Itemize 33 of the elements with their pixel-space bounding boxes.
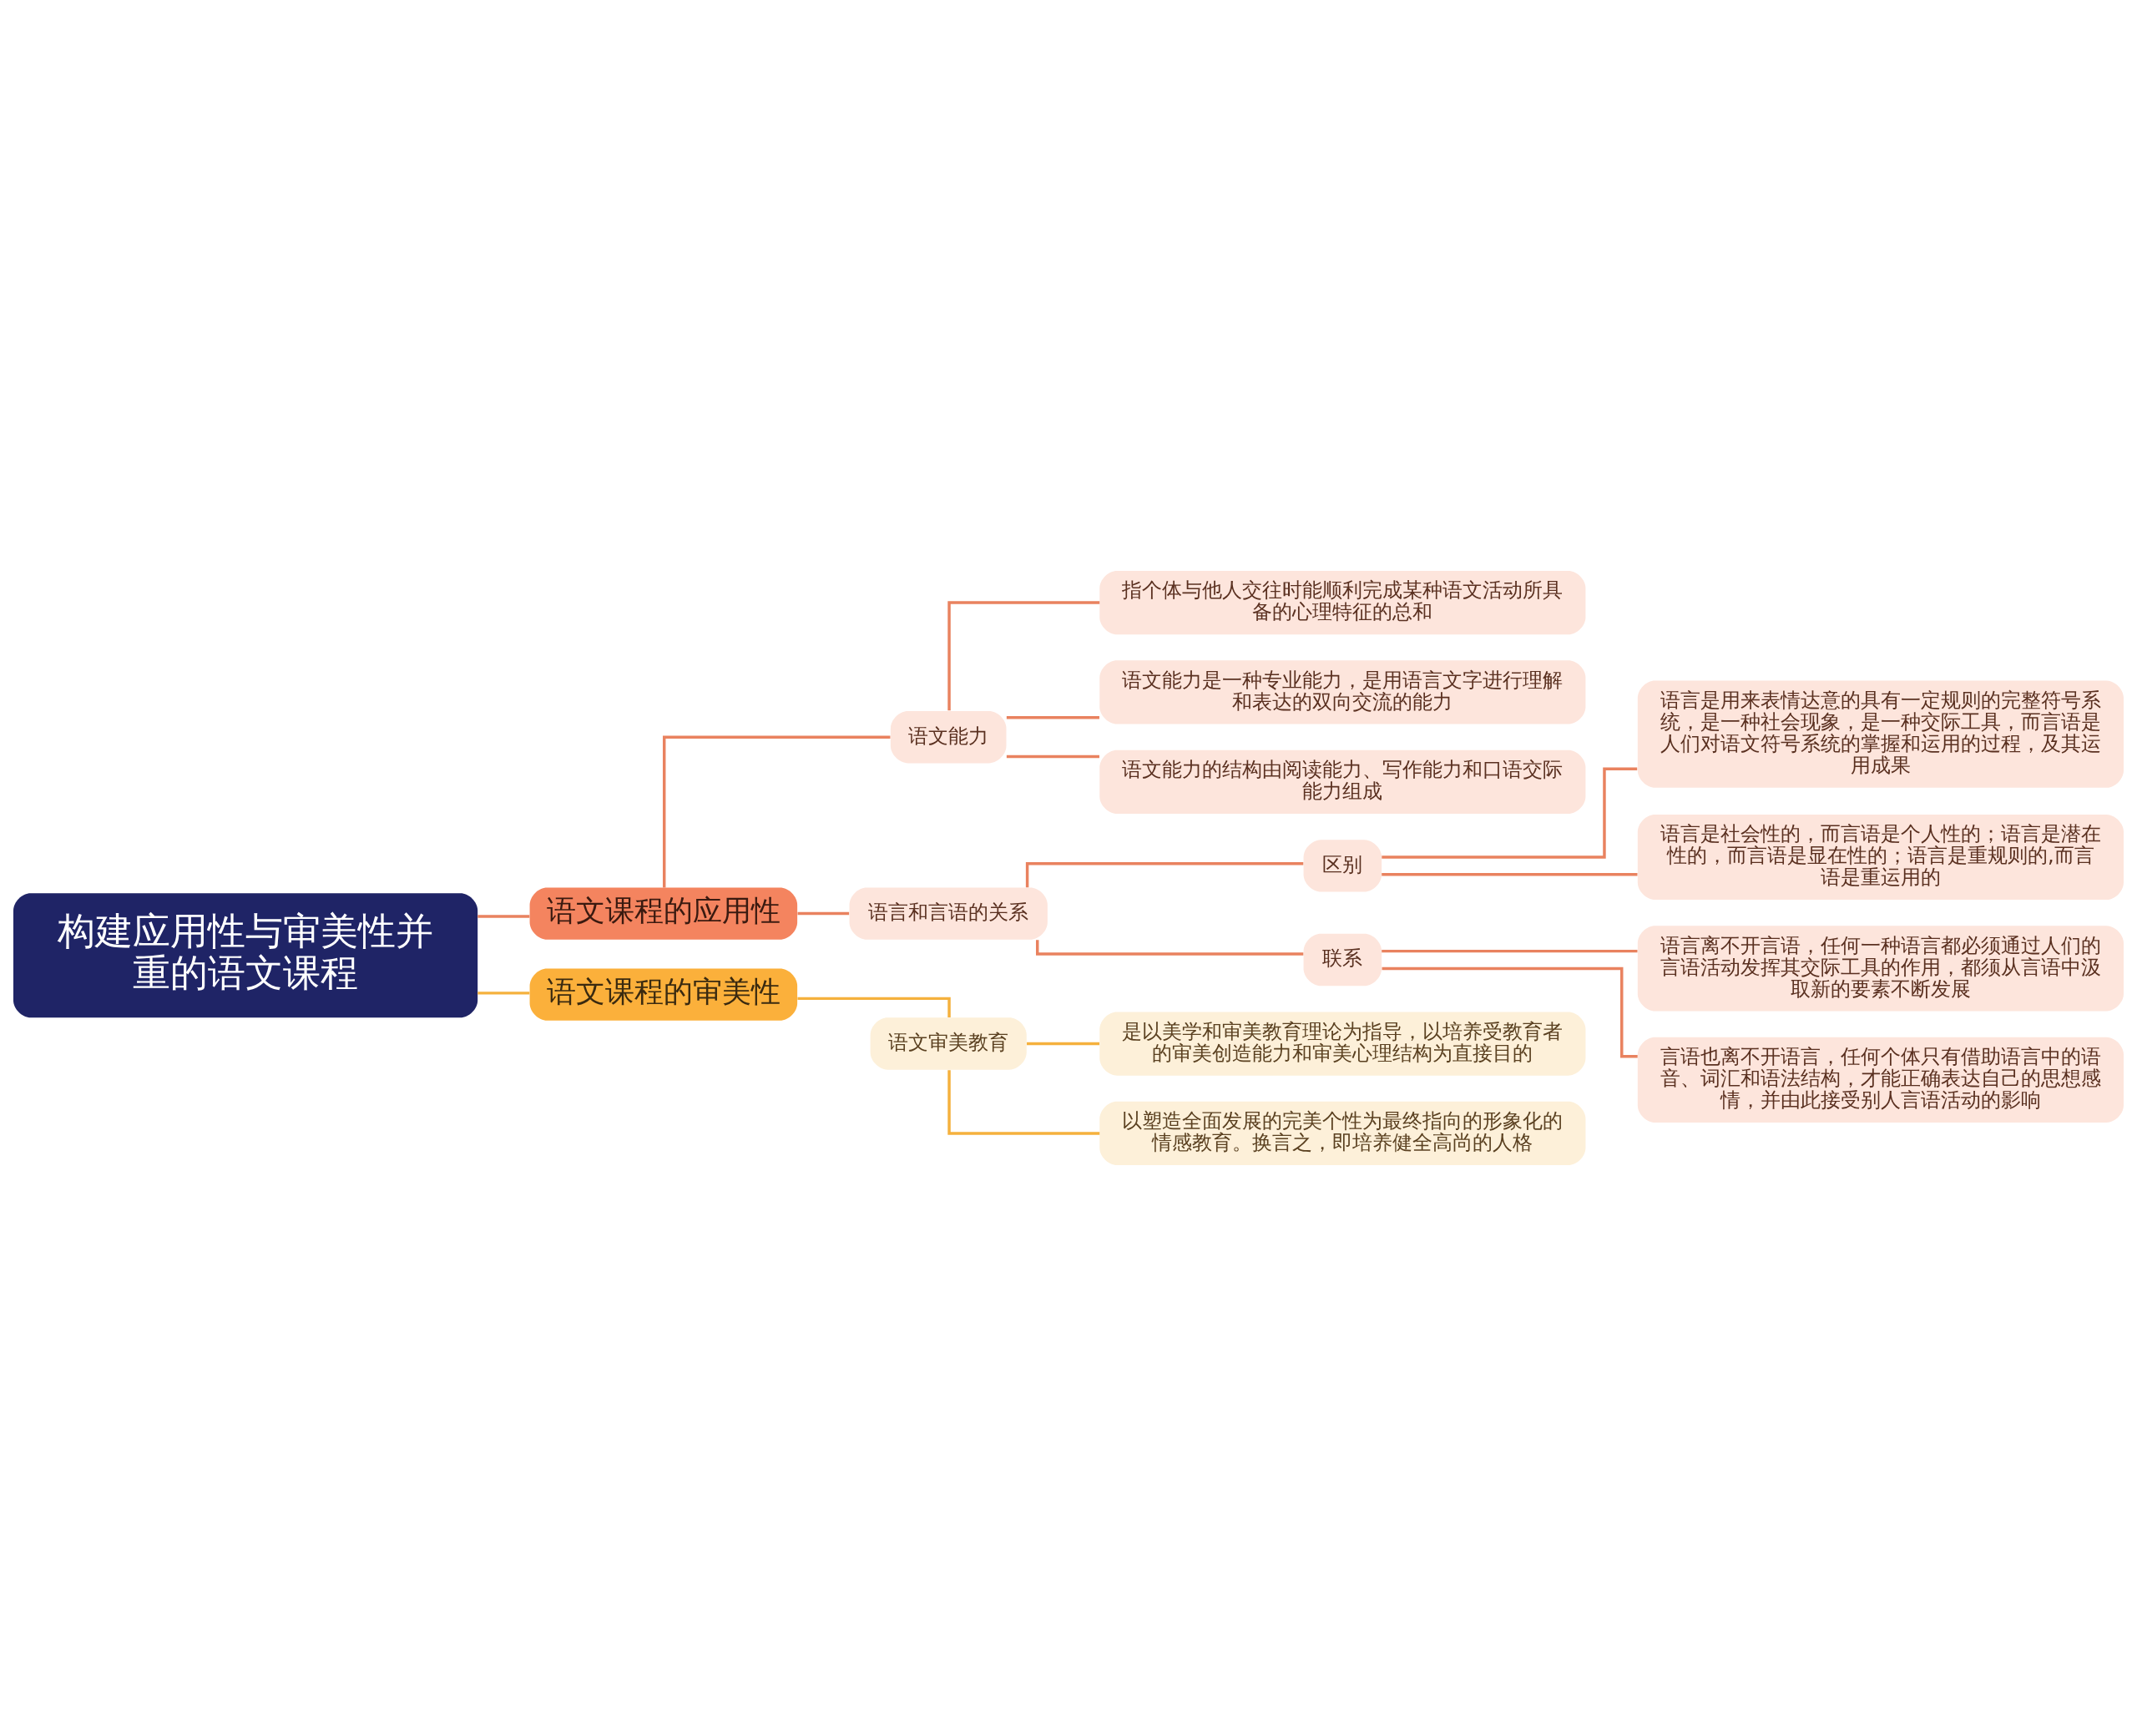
node-box: 语文审美教育 (870, 1017, 1027, 1070)
connector (477, 992, 530, 995)
node-box: 语言离不开言语，任何一种语言都必须通过人们的言语活动发挥其交际工具的作用，都须从言语中汲取新的要素不断发展 (1637, 926, 2124, 1012)
connector (1025, 862, 1304, 888)
connector (797, 997, 951, 1017)
node-box: 以塑造全面发展的完美个性为最终指向的形象化的情感教育。换言之，即培养健全高尚的人格 (1099, 1101, 1586, 1166)
node-box: 联系 (1303, 933, 1382, 987)
node-box: 语言是用来表情达意的具有一定规则的完整符号系统，是一种社会现象，是一种交际工具，而言语是人们对语文符号系统的掌握和运用的过程，及其运用成果 (1637, 680, 2124, 788)
connector (477, 915, 530, 918)
connector (1006, 716, 1099, 719)
connector (1006, 754, 1099, 759)
connector (947, 601, 1100, 711)
node-box: 语文课程的应用性 (529, 887, 798, 940)
node-box: 是以美学和审美教育理论为指导，以培养受教育者的审美创造能力和审美心理结构为直接目的 (1099, 1012, 1586, 1076)
node-box: 语文能力是一种专业能力，是用语言文字进行理解和表达的双向交流的能力 (1099, 660, 1586, 724)
node-box: 语文能力 (890, 711, 1007, 764)
connector (1382, 873, 1638, 876)
node-box: 语文能力的结构由阅读能力、写作能力和口语交际能力组成 (1099, 749, 1586, 814)
node-box: 指个体与他人交往时能顺利完成某种语文活动所具备的心理特征的总和 (1099, 570, 1586, 635)
connector (1036, 940, 1304, 956)
connector (1382, 767, 1638, 859)
node-box: 语文课程的审美性 (529, 968, 798, 1021)
node-box: 构建应用性与审美性并重的语文课程 (13, 893, 478, 1018)
node-box: 语言是社会性的，而言语是个人性的；语言是潜在性的，而言语是显在性的；语言是重规则的,而言语是重运用的 (1637, 814, 2124, 901)
connector (947, 1070, 1100, 1135)
connector (1382, 966, 1638, 1058)
connector (1382, 949, 1638, 953)
node-box: 言语也离不开语言，任何个体只有借助语言中的语音、词汇和语法结构，才能正确表达自己的思想感情，并由此接受别人言语活动的影响 (1637, 1037, 2124, 1123)
connector (1027, 1042, 1100, 1046)
node-box: 语言和言语的关系 (849, 887, 1048, 940)
connector (797, 911, 850, 916)
connector (662, 735, 891, 888)
node-box: 区别 (1303, 840, 1382, 892)
